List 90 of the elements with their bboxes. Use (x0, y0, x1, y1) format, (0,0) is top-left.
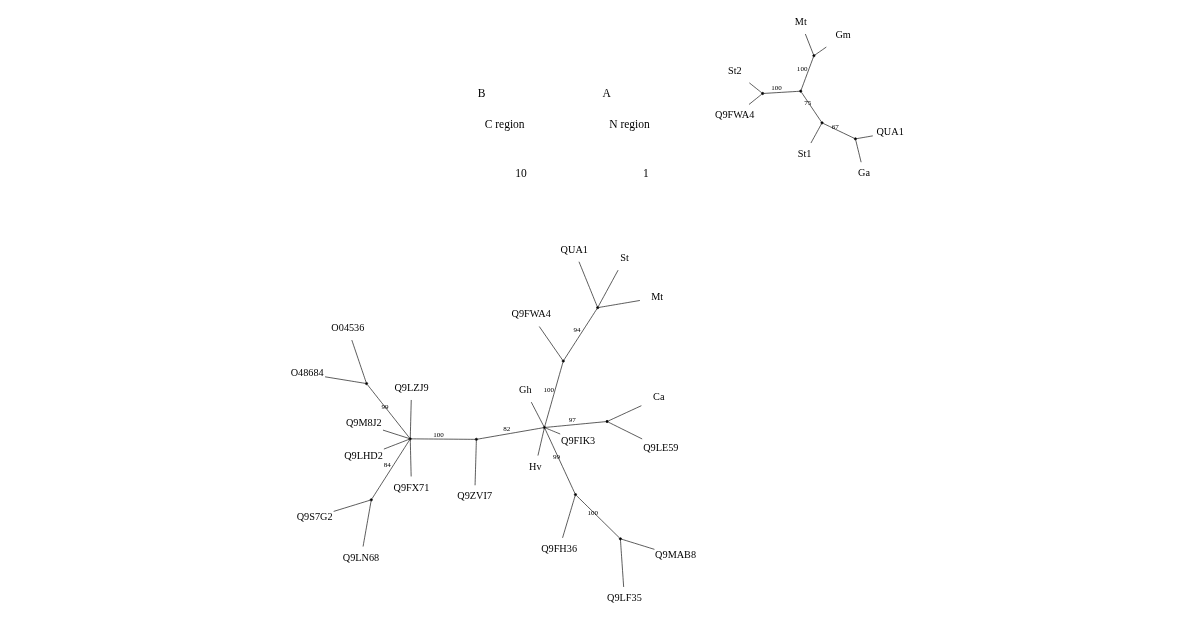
label: 1 (643, 166, 649, 179)
connector (382, 429, 410, 439)
connector (801, 91, 822, 123)
connector (351, 339, 367, 383)
node-text: Gh (519, 384, 532, 396)
connector (383, 438, 410, 450)
connector (545, 427, 561, 435)
node-point (474, 437, 478, 441)
node-text: Q9LZJ9 (394, 381, 429, 393)
node-point (605, 420, 609, 423)
connector (411, 438, 476, 440)
node-text: QUA1 (560, 243, 588, 255)
connector (607, 405, 642, 422)
node-text: St (620, 251, 629, 263)
connector (597, 269, 619, 307)
connector (805, 33, 814, 55)
node-text: St1 (797, 148, 812, 160)
node-text: Q9FWA4 (511, 308, 551, 320)
node-point (853, 137, 857, 141)
node-point (408, 437, 412, 441)
connector (409, 399, 412, 438)
node-text: Gm (835, 28, 851, 40)
node-text: Q9S7G2 (296, 510, 333, 522)
node-point (820, 121, 824, 125)
node-text: Q9FWA4 (715, 109, 755, 121)
node-point (761, 92, 765, 95)
node-text: Mt (651, 290, 664, 302)
node-point (596, 306, 600, 310)
connector (562, 495, 576, 539)
connector (621, 538, 655, 550)
connector (800, 56, 814, 91)
connector (362, 500, 372, 547)
node-point (561, 359, 565, 363)
connector (477, 427, 544, 440)
connector (545, 421, 607, 428)
connector (763, 90, 800, 94)
connector (620, 539, 624, 588)
node-text: Q9FX71 (393, 481, 430, 493)
connector (544, 428, 576, 494)
node-text: Q9LE59 (643, 441, 679, 453)
connector (822, 123, 855, 139)
node-text: Q9LN68 (342, 551, 380, 563)
connector (371, 439, 410, 500)
node-text: Hv (529, 460, 542, 472)
node-text: Q9FH36 (541, 542, 578, 554)
node-text: Q9M8J2 (345, 417, 382, 429)
node-text: Q9LF35 (607, 591, 642, 603)
connector (578, 261, 598, 307)
node-point (574, 493, 577, 497)
node-text: O48684 (290, 367, 324, 379)
node-text: O04536 (331, 321, 365, 333)
label: B (477, 87, 486, 100)
node-text: Ga (858, 167, 870, 179)
node-text: Mt (794, 15, 807, 27)
node-point (365, 382, 368, 386)
label: N region (609, 118, 650, 131)
connector (607, 421, 643, 440)
node-point (542, 426, 546, 429)
node-text: St2 (727, 64, 742, 76)
node-text: Q9MAB8 (655, 549, 697, 561)
connector (530, 401, 545, 427)
label: 10 (515, 166, 527, 179)
connector (814, 46, 827, 56)
connector (409, 439, 412, 477)
node-text: Q9ZVI7 (457, 490, 493, 502)
connector (563, 308, 598, 361)
label: A (602, 87, 611, 100)
connector (333, 499, 371, 512)
connector (538, 326, 563, 361)
node-text: QUA1 (876, 126, 904, 138)
connector (810, 123, 822, 144)
connector (576, 495, 620, 539)
connector (544, 361, 564, 427)
connector (748, 93, 762, 105)
connector (474, 440, 477, 486)
connector (855, 139, 862, 163)
label: C region (484, 118, 525, 131)
connector (324, 376, 366, 384)
node-point (618, 537, 622, 541)
node-point (799, 89, 803, 93)
connector (856, 135, 874, 139)
connector (749, 82, 762, 94)
node-point (369, 498, 373, 502)
connector (598, 300, 641, 308)
node-text: Ca (653, 391, 665, 403)
node-text: Q9FIK3 (561, 434, 596, 446)
node-point (812, 54, 816, 58)
connector (367, 384, 410, 439)
node-text: Q9LHD2 (344, 450, 383, 462)
connector (537, 428, 545, 456)
